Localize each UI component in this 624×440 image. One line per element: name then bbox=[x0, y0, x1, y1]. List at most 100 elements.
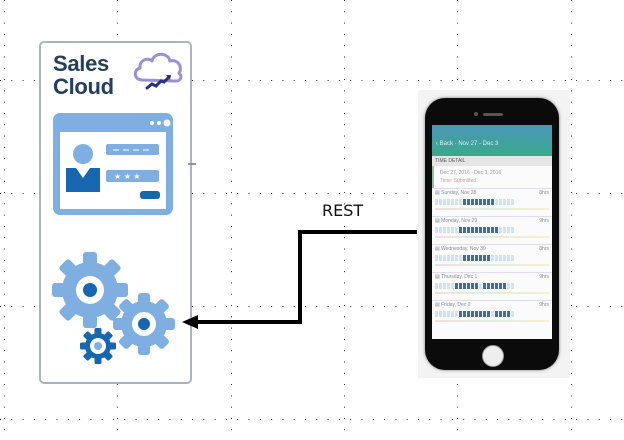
hour-bar bbox=[495, 311, 498, 317]
hour-bar bbox=[439, 227, 442, 233]
hour-bar bbox=[503, 311, 506, 317]
row-divider bbox=[435, 208, 549, 210]
hour-bar bbox=[467, 255, 470, 261]
hour-bars bbox=[435, 283, 549, 289]
speaker-icon bbox=[483, 113, 503, 116]
hour-bar bbox=[447, 283, 450, 289]
day-hours: 9hrs bbox=[539, 302, 549, 308]
hour-bar bbox=[467, 311, 470, 317]
hour-bar bbox=[467, 199, 470, 205]
hour-bar bbox=[451, 283, 454, 289]
hour-bar bbox=[475, 255, 478, 261]
hour-bar bbox=[435, 227, 438, 233]
day-row[interactable]: ▤ Friday, Dec 2 9hrs bbox=[432, 300, 552, 328]
grid-line bbox=[0, 80, 624, 81]
hour-bar bbox=[499, 311, 502, 317]
medium-gear-icon bbox=[113, 293, 175, 355]
hour-bar bbox=[439, 283, 442, 289]
hour-bar bbox=[507, 255, 510, 261]
hour-bar bbox=[455, 311, 458, 317]
hour-bar bbox=[455, 255, 458, 261]
hour-bar bbox=[487, 283, 490, 289]
section-header: TIME DETAIL bbox=[432, 156, 552, 166]
day-label: ▤ Friday, Dec 2 bbox=[435, 302, 471, 308]
hour-bar bbox=[435, 283, 438, 289]
range-text: Dec 27, 2016 - Dec 3, 2016 bbox=[440, 170, 502, 176]
hour-bar bbox=[479, 227, 482, 233]
hour-bar bbox=[467, 227, 470, 233]
hour-bar bbox=[491, 283, 494, 289]
hour-bar bbox=[507, 311, 510, 317]
hour-bar bbox=[443, 199, 446, 205]
hour-bar bbox=[471, 255, 474, 261]
hour-bar bbox=[455, 227, 458, 233]
day-hours: 8hrs bbox=[539, 246, 549, 252]
home-button[interactable] bbox=[482, 345, 504, 367]
hour-bar bbox=[479, 255, 482, 261]
hour-bar bbox=[443, 283, 446, 289]
hour-bar bbox=[483, 311, 486, 317]
hour-bar bbox=[447, 227, 450, 233]
title-line-1: Sales bbox=[53, 51, 109, 76]
hour-bar bbox=[491, 255, 494, 261]
hour-bar bbox=[471, 283, 474, 289]
hour-bar bbox=[511, 311, 514, 317]
hour-bar bbox=[475, 283, 478, 289]
phone-screen: ‹ Back · Nov 27 - Dec 3 TIME DETAIL Dec … bbox=[432, 125, 552, 339]
hour-bar bbox=[459, 199, 462, 205]
hour-bar bbox=[495, 255, 498, 261]
hour-bar bbox=[459, 283, 462, 289]
grid-line bbox=[0, 193, 624, 194]
user-profile-card-icon: ★ ★ ★ bbox=[53, 113, 173, 215]
hour-bar bbox=[459, 255, 462, 261]
hour-bar bbox=[491, 199, 494, 205]
sales-cloud-title: Sales Cloud bbox=[53, 52, 114, 98]
hour-bar bbox=[435, 311, 438, 317]
hour-bar bbox=[499, 227, 502, 233]
hour-bar bbox=[479, 283, 482, 289]
hour-bar bbox=[463, 311, 466, 317]
hour-bar bbox=[471, 227, 474, 233]
hour-bar bbox=[487, 199, 490, 205]
hour-bar bbox=[475, 227, 478, 233]
hour-bar bbox=[487, 255, 490, 261]
hour-bar bbox=[511, 199, 514, 205]
cloud-chart-icon bbox=[133, 52, 183, 90]
grid-line bbox=[571, 0, 572, 440]
panel-tick bbox=[188, 163, 196, 165]
hour-bar bbox=[475, 311, 478, 317]
hour-bar bbox=[435, 255, 438, 261]
grid-line bbox=[231, 0, 232, 440]
app-bar: ‹ Back · Nov 27 - Dec 3 bbox=[432, 125, 552, 156]
hour-bar bbox=[443, 255, 446, 261]
hour-bar bbox=[507, 199, 510, 205]
hour-bar bbox=[507, 283, 510, 289]
hour-bar bbox=[511, 283, 514, 289]
day-row-header: ▤ Friday, Dec 2 9hrs bbox=[435, 302, 549, 308]
arrowhead-icon bbox=[182, 315, 198, 329]
hour-bars bbox=[435, 199, 549, 205]
hour-bar bbox=[483, 227, 486, 233]
grid-line bbox=[4, 0, 5, 440]
day-label: ▤ Monday, Nov 29 bbox=[435, 218, 478, 224]
hour-bar bbox=[467, 283, 470, 289]
hour-bar bbox=[491, 311, 494, 317]
connector-line bbox=[197, 230, 417, 324]
hour-bar bbox=[511, 227, 514, 233]
row-divider bbox=[435, 264, 549, 266]
hour-bar bbox=[459, 227, 462, 233]
hour-bar bbox=[463, 227, 466, 233]
hour-bar bbox=[439, 199, 442, 205]
hour-bar bbox=[447, 255, 450, 261]
row-divider bbox=[435, 320, 549, 322]
hour-bar bbox=[463, 255, 466, 261]
